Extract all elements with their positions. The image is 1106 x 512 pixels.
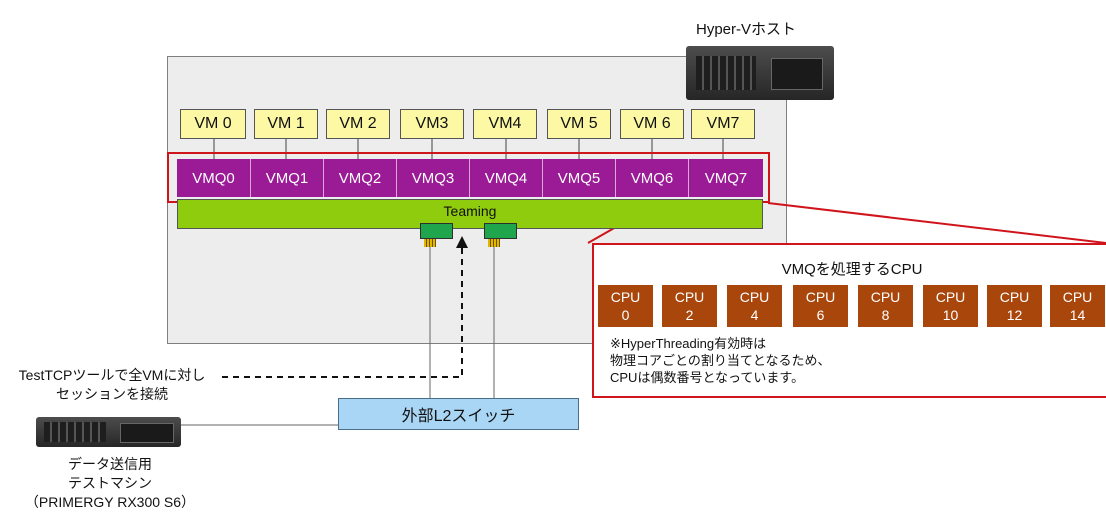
cpu-box-0: CPU 0 — [598, 285, 653, 327]
cpu-panel-title: VMQを処理するCPU — [781, 261, 923, 278]
vm-box-6: VM 6 — [620, 109, 684, 139]
callout-line-right — [767, 202, 1106, 244]
vmq-cell-7: VMQ7 — [704, 169, 748, 187]
vmq-bar — [177, 159, 763, 197]
cpu-box-6: CPU 12 — [987, 285, 1042, 327]
cpu-box-3-number: 6 — [816, 307, 825, 323]
cpu-box-2-label: CPU — [739, 289, 770, 305]
vm-box-1: VM 1 — [254, 109, 318, 139]
cpu-box-4: CPU 8 — [858, 285, 913, 327]
cpu-box-2-number: 4 — [750, 307, 759, 323]
cpu-box-1: CPU 2 — [662, 285, 717, 327]
vmq-cell-6: VMQ6 — [616, 159, 689, 197]
test-machine-line-1: データ送信用 — [68, 456, 152, 472]
cpu-box-0-number: 0 — [621, 307, 630, 323]
session-arrowhead — [456, 236, 468, 248]
cpu-box-3: CPU 6 — [793, 285, 848, 327]
test-machine-panel — [120, 423, 174, 443]
hyperv-server-icon — [686, 46, 834, 100]
cpu-box-5-number: 10 — [942, 307, 959, 323]
cpu-box-7-label: CPU — [1062, 289, 1093, 305]
cpu-box-6-number: 12 — [1006, 307, 1023, 323]
cpu-box-3-label: CPU — [805, 289, 836, 305]
test-machine-label: データ送信用 テストマシン （PRIMERGY RX300 S6） — [20, 455, 200, 512]
server-panel — [771, 58, 823, 90]
vm-box-3: VM3 — [400, 109, 464, 139]
vmq-highlight-frame — [167, 152, 770, 203]
vm-box-4: VM4 — [473, 109, 537, 139]
cpu-box-4-label: CPU — [870, 289, 901, 305]
nic-card-1 — [420, 223, 453, 239]
cpu-box-4-number: 8 — [881, 307, 890, 323]
testtcp-tool-label: TestTCPツールで全VMに対し セッションを接続 — [4, 366, 220, 404]
cpu-box-2: CPU 4 — [727, 285, 782, 327]
cpu-box-1-number: 2 — [685, 307, 694, 323]
vm-box-7: VM7 — [691, 109, 755, 139]
nic-card-2 — [484, 223, 517, 239]
cpu-box-5-label: CPU — [935, 289, 966, 305]
vm-box-0: VM 0 — [180, 109, 246, 139]
teaming-bar — [177, 199, 763, 229]
note-line-3: CPUは偶数番号となっています。 — [610, 370, 805, 385]
vmq-cell-5: VMQ5 — [543, 159, 616, 197]
vm-box-5: VM 5 — [547, 109, 611, 139]
vmq-cell-2: VMQ2 — [324, 159, 397, 197]
hyperv-host-label: Hyper-Vホスト — [696, 21, 797, 38]
note-line-2: 物理コアごとの割り当てとなるため、 — [610, 353, 831, 368]
nic-card-2-connector — [488, 239, 500, 247]
cpu-box-1-label: CPU — [674, 289, 705, 305]
l2-switch-box: 外部L2スイッチ — [338, 398, 579, 430]
tool-label-line-1: TestTCPツールで全VMに対し — [18, 367, 206, 383]
vmq-cell-0: VMQ0 — [177, 159, 251, 197]
cpu-box-7: CPU 14 — [1050, 285, 1105, 327]
vm-vmq-links — [213, 139, 724, 161]
hyperthreading-note: ※HyperThreading有効時は 物理コアごとの割り当てとなるため、 CP… — [610, 335, 830, 386]
teaming-label: Teaming — [443, 203, 497, 219]
test-machine-line-3: （PRIMERGY RX300 S6） — [24, 494, 196, 510]
note-line-1: ※HyperThreading有効時は — [610, 336, 767, 351]
test-machine-line-2: テストマシン — [68, 475, 152, 491]
session-dashed-arrow — [222, 246, 463, 378]
test-machine-drive-bays — [44, 422, 106, 442]
nic-card-1-connector — [424, 239, 436, 247]
cpu-box-5: CPU 10 — [923, 285, 978, 327]
tool-label-line-2: セッションを接続 — [56, 386, 168, 402]
test-machine-server-icon — [36, 417, 181, 447]
cpu-box-7-number: 14 — [1069, 307, 1086, 323]
vm-box-2: VM 2 — [326, 109, 390, 139]
vmq-cell-3: VMQ3 — [397, 159, 470, 197]
vmq-cell-4: VMQ4 — [470, 159, 543, 197]
cpu-box-0-label: CPU — [610, 289, 641, 305]
server-drive-bays — [696, 56, 756, 90]
vmq-cell-1: VMQ1 — [251, 159, 324, 197]
cpu-box-6-label: CPU — [999, 289, 1030, 305]
